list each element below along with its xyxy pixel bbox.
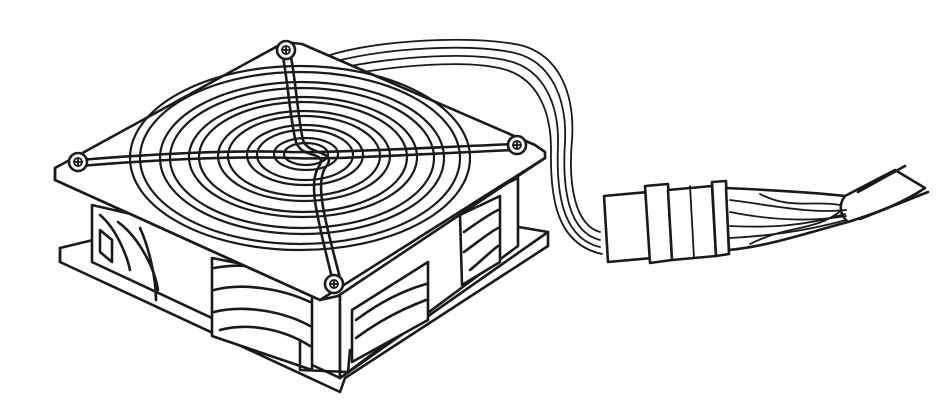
screw-bottom — [323, 273, 345, 295]
connector-plug — [602, 179, 731, 265]
screw-right — [506, 134, 528, 156]
wire-harness — [329, 38, 603, 255]
screw-left — [67, 151, 89, 173]
cable-bundle — [724, 164, 930, 252]
screw-top — [275, 39, 297, 61]
finger-guard — [67, 39, 528, 295]
cooling-fan — [53, 39, 550, 394]
